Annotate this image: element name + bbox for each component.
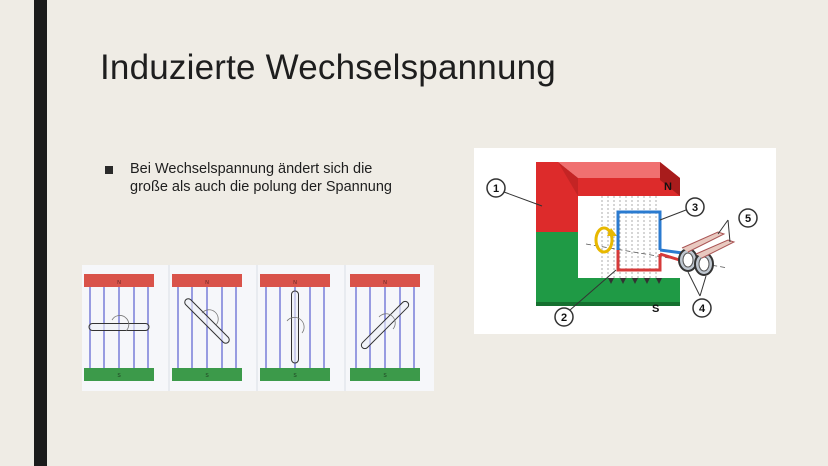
slide-title: Induzierte Wechselspannung (100, 48, 556, 87)
accent-bar (34, 0, 47, 466)
south-pole-label: S (293, 373, 297, 379)
north-pole-bar (84, 274, 154, 287)
south-pole-label: S (117, 373, 121, 379)
slip-rings (678, 248, 714, 276)
conductor-loop (360, 300, 410, 350)
panel-2: N S (170, 265, 256, 391)
callout-5: 5 (738, 208, 758, 228)
panel-3: N S (258, 265, 344, 391)
north-pole-bar (172, 274, 242, 287)
south-pole-label: S (205, 373, 209, 379)
rotation-arrow-icon (594, 226, 617, 254)
svg-text:4: 4 (699, 303, 706, 315)
bullet-list: Bei Wechselspannung ändert sich die groß… (105, 160, 405, 196)
rotating-loop-diagram: N S N (82, 265, 434, 391)
south-pole-bar (260, 368, 330, 381)
south-pole-bar (350, 368, 420, 381)
panel-1: N S (82, 265, 168, 391)
conductor-loop (291, 290, 299, 364)
bullet-text: Bei Wechselspannung ändert sich die groß… (130, 161, 392, 195)
svg-text:3: 3 (692, 202, 698, 214)
south-pole-label: S (383, 373, 387, 379)
svg-text:1: 1 (493, 183, 499, 195)
brushes (681, 231, 736, 259)
svg-text:5: 5 (745, 213, 751, 225)
panel-4: N S (346, 265, 434, 391)
north-pole-label: N (293, 280, 297, 286)
square-bullet-icon (105, 166, 113, 174)
callout-leaders (503, 191, 731, 311)
svg-text:2: 2 (561, 312, 567, 324)
north-pole-bar (350, 274, 420, 287)
north-pole-label: N (117, 280, 121, 286)
callout-3: 3 (685, 197, 705, 217)
conductor-loop (88, 323, 150, 331)
pole-n-label: N (664, 181, 672, 193)
generator-diagram: N S (486, 162, 758, 327)
north-pole-label: N (383, 280, 387, 286)
field-lines (601, 196, 657, 278)
pole-s-label: S (652, 303, 659, 315)
north-pole-bar (260, 274, 330, 287)
magnet-north: N (536, 162, 680, 232)
callout-2: 2 (554, 307, 574, 327)
field-arrowheads (608, 278, 662, 284)
callout-1: 1 (486, 178, 506, 198)
bullet-item: Bei Wechselspannung ändert sich die groß… (105, 160, 405, 196)
rotating-loop-figure: N S N (82, 265, 434, 391)
south-pole-bar (84, 368, 154, 381)
north-pole-label: N (205, 280, 209, 286)
generator-figure: N S (474, 148, 776, 334)
callout-4: 4 (692, 298, 712, 318)
conductor-loop (184, 298, 230, 344)
magnet-south: S (536, 232, 680, 315)
south-pole-bar (172, 368, 242, 381)
